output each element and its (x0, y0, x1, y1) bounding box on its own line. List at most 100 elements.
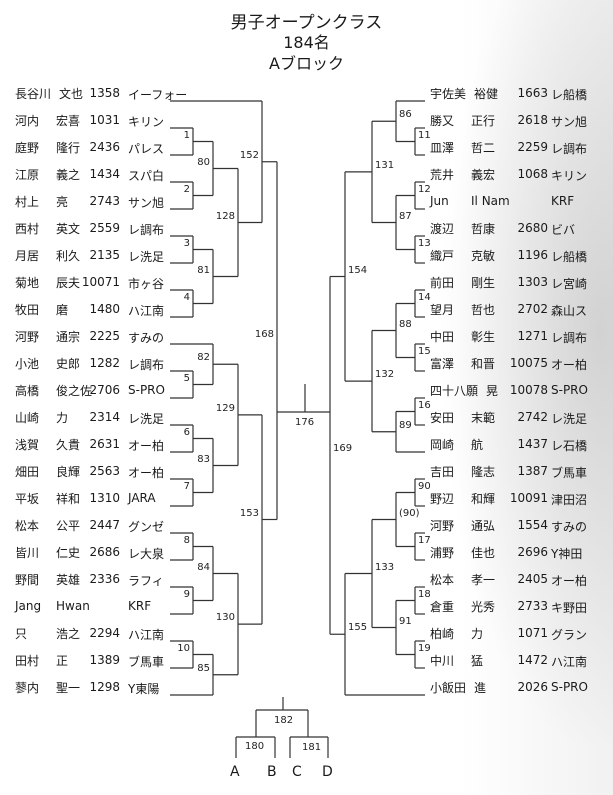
match-number: 85 (197, 662, 210, 674)
player-name: 高橋俊之佐 (15, 382, 92, 398)
family-name: 庭野 (15, 140, 40, 155)
player-id: 1031 (89, 113, 120, 127)
player-club: レ調布 (128, 223, 165, 237)
player-name: 倉重 光秀 (430, 598, 495, 614)
player-id: 2259 (517, 140, 548, 154)
match-number: 18 (418, 588, 431, 600)
family-name: 河野 (430, 518, 455, 533)
given-name: 哲二 (471, 140, 496, 155)
player-id: 1196 (517, 248, 548, 262)
player-club: Y東陽 (128, 682, 160, 696)
playoff-number: 180 (245, 741, 265, 752)
match-number: 81 (197, 264, 210, 276)
player-club: グンゼ (128, 520, 165, 534)
player-club: キリン (551, 169, 588, 183)
family-name: 山崎 (15, 410, 40, 425)
given-name: 哲康 (471, 221, 496, 236)
player-club: レ洗足 (551, 412, 588, 426)
player-id: 2742 (517, 410, 548, 424)
match-number: 2 (183, 183, 190, 195)
player-name: 河内宏喜 (15, 112, 80, 128)
player-name: 中川猛 (430, 652, 483, 668)
player-club: ビバ (551, 223, 576, 237)
player-name: 山崎力 (15, 409, 68, 425)
match-number: 11 (418, 129, 431, 141)
match-number: 89 (399, 419, 412, 431)
player-id: 2631 (89, 437, 120, 451)
family-name: 田村 (15, 653, 40, 668)
match-number: 6 (183, 426, 190, 438)
match-number: 128 (215, 210, 235, 222)
family-name: 江原 (15, 167, 40, 182)
player-club: ハ江南 (128, 628, 165, 642)
given-name: Il Nam (471, 194, 510, 208)
player-name: 岡崎航 (430, 436, 483, 452)
family-name: 只 (15, 626, 28, 641)
player-id: 1434 (89, 167, 120, 181)
family-name: 前田 (430, 275, 455, 290)
player-name: 庭野隆行 (15, 139, 80, 155)
player-id: 2733 (517, 599, 548, 613)
match-number: 9 (183, 588, 190, 600)
player-club: ハ江南 (551, 655, 588, 669)
family-name: 平坂 (15, 491, 40, 506)
match-number: 90 (418, 480, 431, 492)
player-id: 2436 (89, 140, 120, 154)
family-name: 松本 (15, 518, 40, 533)
given-name: 航 (471, 437, 484, 452)
player-id: 10078 (509, 383, 548, 397)
family-name: 富澤 (430, 356, 455, 371)
player-name: 安田末範 (430, 409, 495, 425)
player-id: 2696 (517, 545, 548, 559)
given-name: 利久 (56, 248, 81, 263)
player-name: 野間英雄 (15, 571, 80, 587)
playoff-number: 182 (274, 715, 294, 726)
player-name: 江原義之 (15, 166, 80, 182)
match-number: 1 (183, 129, 190, 141)
family-name: 西村 (15, 221, 40, 236)
player-club: KRF (128, 599, 152, 613)
player-name: 只浩之 (15, 625, 80, 641)
family-name: 倉重 (430, 599, 455, 614)
player-club: レ洗足 (128, 412, 165, 426)
given-name: 光秀 (471, 599, 496, 614)
player-club: レ石橋 (551, 439, 588, 453)
given-name: 仁史 (56, 545, 81, 560)
given-name: 久貴 (56, 437, 81, 452)
player-club: ブ馬車 (128, 655, 165, 669)
family-name: 村上 (15, 194, 40, 209)
player-id: 1472 (517, 653, 548, 667)
family-name: 牧田 (15, 302, 40, 317)
given-name: 正 (56, 653, 69, 668)
match-number: 17 (418, 534, 431, 546)
given-name: 隆志 (471, 464, 496, 479)
given-name: 猛 (471, 653, 484, 668)
player-id: 2314 (89, 410, 120, 424)
given-name: 俊之佐 (56, 383, 93, 398)
player-id: 1071 (517, 626, 548, 640)
player-name: 菊地辰夫 (15, 274, 80, 290)
family-name: 松本 (430, 572, 455, 587)
family-name: 河野 (15, 329, 40, 344)
player-id: 2743 (89, 194, 120, 208)
family-name: 野辺 (430, 491, 455, 506)
player-name: 河野通宗 (15, 328, 80, 344)
player-club: オー柏 (551, 574, 588, 588)
block-name: Aブロック (269, 54, 344, 73)
given-name: 裕健 (474, 86, 499, 101)
player-club: すみの (551, 520, 588, 534)
match-number: 16 (418, 399, 431, 411)
player-name: 畑田 良輝 (15, 463, 80, 479)
player-id: 2618 (517, 113, 548, 127)
given-name: 良輝 (56, 464, 81, 479)
match-number: 86 (399, 109, 412, 121)
player-name: 望月哲也 (430, 301, 495, 317)
family-name: 四十八願 (430, 383, 479, 398)
family-name: 畑田 (15, 464, 40, 479)
player-name: 柏崎力 (430, 625, 483, 641)
player-id: 1298 (89, 680, 120, 694)
player-id: 10091 (509, 491, 548, 505)
match-number: 19 (418, 642, 431, 654)
family-name: 皿澤 (430, 140, 455, 155)
